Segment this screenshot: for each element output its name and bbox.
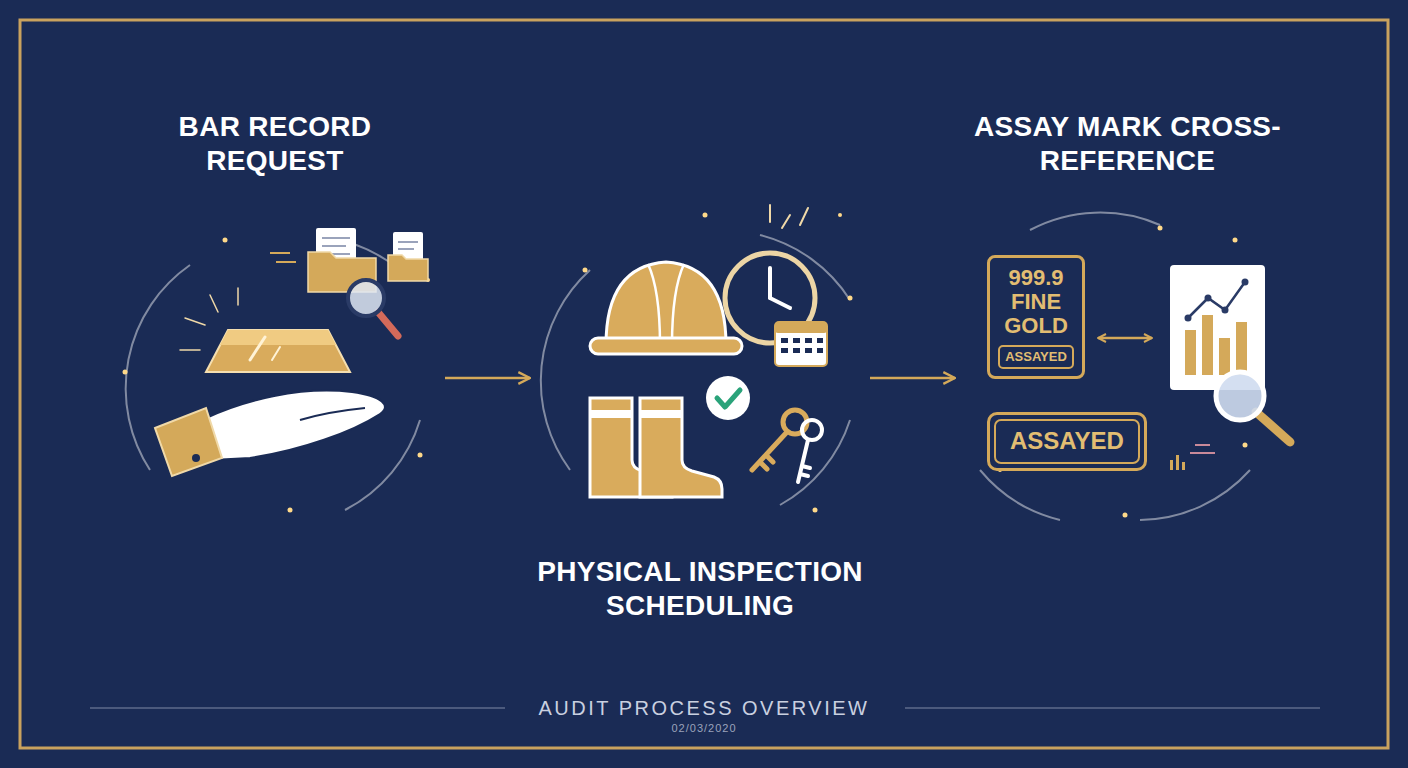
gold-bar-hand xyxy=(155,288,385,476)
date-label: 02/03/2020 xyxy=(0,721,1408,735)
orbit-arcs xyxy=(126,213,1250,520)
assay-tag: 999.9 FINE GOLD ASSAYED xyxy=(987,255,1085,379)
sparkles xyxy=(123,213,1248,518)
stage-heading: BAR RECORD REQUEST xyxy=(140,110,410,177)
flow-arrow xyxy=(445,377,530,380)
flow-arrow xyxy=(870,377,955,380)
mark-text: ASSAYED xyxy=(1005,350,1067,364)
stage-heading: PHYSICAL INSPECTION SCHEDULING xyxy=(515,555,885,622)
caption-rule xyxy=(905,707,1320,708)
inspection-gear xyxy=(590,205,827,497)
caption: AUDIT PROCESS OVERVIEW xyxy=(0,696,1408,720)
stage-group: PHYSICAL INSPECTION SCHEDULING xyxy=(530,230,870,640)
stage-heading: ASSAY MARK CROSS-REFERENCE xyxy=(968,110,1288,177)
frame xyxy=(20,20,1388,748)
caption-rule xyxy=(90,707,505,708)
stage-group: BAR RECORD REQUEST xyxy=(105,110,445,520)
mark-text: ASSAYED xyxy=(994,419,1140,464)
folders-magnifier xyxy=(270,228,428,336)
assay-stamp: ASSAYED xyxy=(987,412,1147,471)
mark-text: 999.9 FINE GOLD xyxy=(996,266,1076,339)
stage-group: ASSAY MARK CROSS-REFERENCE 999.9 FINE GOL… xyxy=(955,110,1300,520)
assay-mark-box: ASSAYED xyxy=(998,345,1074,369)
